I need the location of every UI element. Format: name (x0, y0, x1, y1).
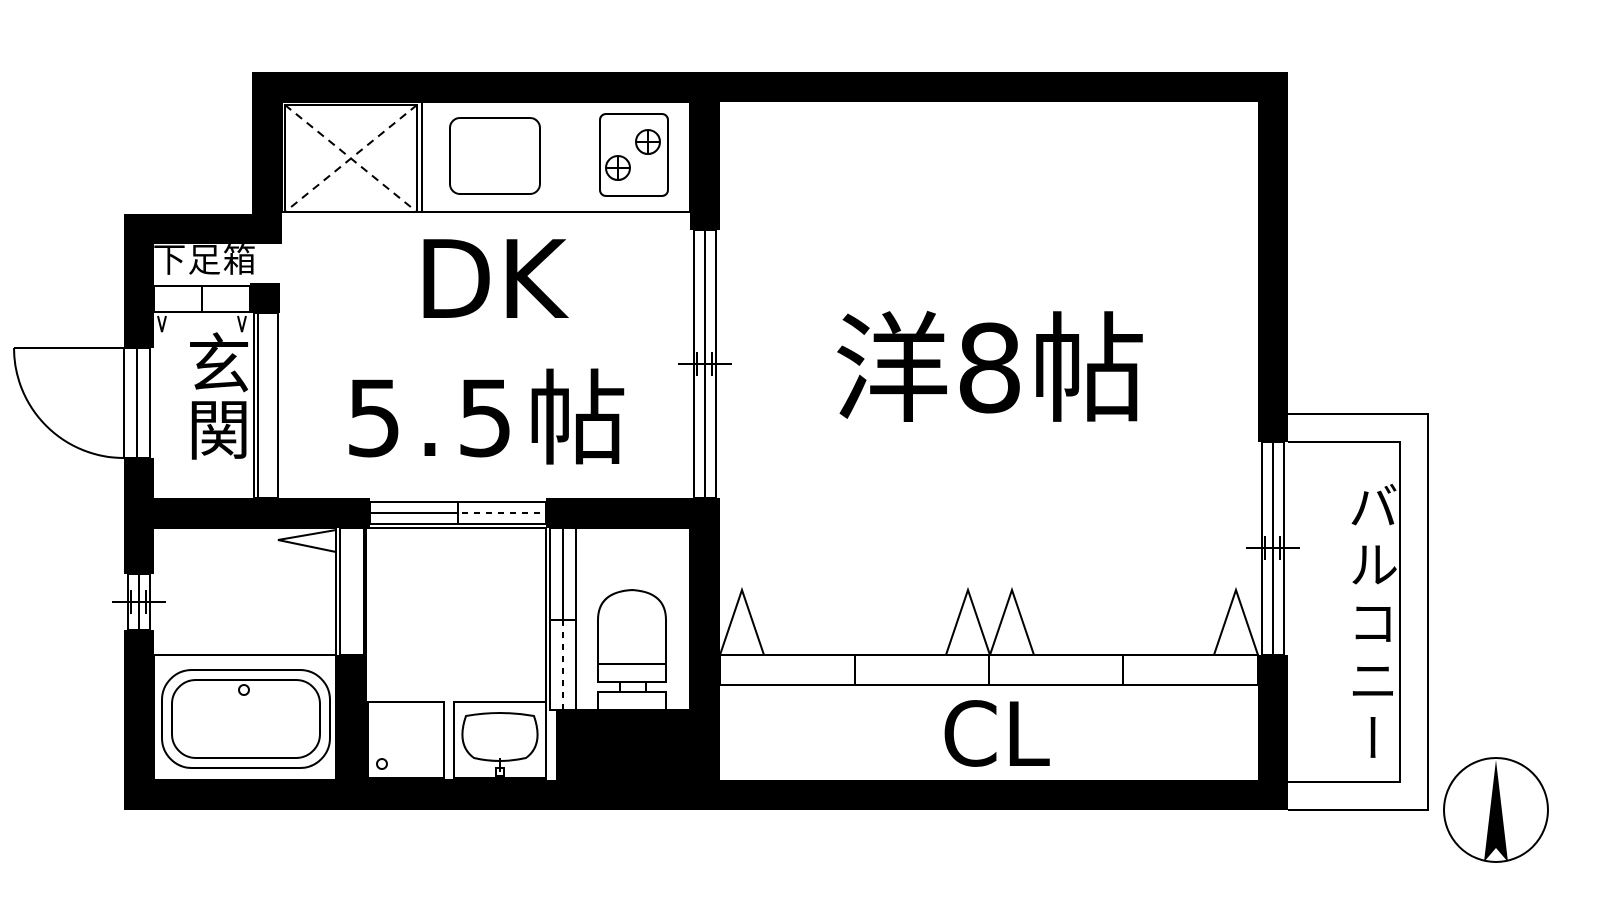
wall-left-upper (124, 214, 154, 348)
shoe-box-label: 下足箱 (152, 241, 258, 281)
kitchen-sink-icon (449, 117, 541, 195)
windows (112, 229, 1300, 656)
window-center (678, 229, 732, 499)
dk-doors (369, 501, 547, 525)
wall-top (252, 72, 1288, 102)
kitchen-fixtures (281, 101, 691, 213)
entrance-door-icon (13, 347, 125, 459)
wall-dk-bottom-left (124, 498, 370, 528)
toilet-room (549, 527, 691, 711)
washbasin-icon (453, 701, 547, 779)
stove-icon (599, 113, 669, 197)
closet (719, 586, 1259, 686)
entrance-area (13, 285, 279, 499)
bathtub-icon (153, 654, 337, 781)
wall-right-lower (1258, 655, 1288, 810)
wall-dk-bottom-right (546, 498, 720, 528)
window-balcony (1246, 441, 1300, 656)
wall-toilet-bottom (556, 710, 720, 810)
wall-bath-right (336, 655, 366, 810)
kitchen-counter (281, 101, 691, 213)
refrigerator-space-icon (284, 104, 418, 213)
window-bath (112, 573, 166, 631)
dk-room-name: DK (413, 219, 567, 344)
dk-room-size: 5.5帖 (341, 359, 635, 481)
bathroom (153, 527, 365, 781)
washing-machine-space-icon (367, 701, 445, 779)
wall-shoebox-post (250, 283, 280, 313)
wall-kitchen-left (252, 72, 282, 218)
wall-right-upper (1258, 72, 1288, 442)
entrance-label: 玄関 (175, 330, 252, 462)
western-room-label: 洋8帖 (831, 302, 1149, 441)
wall-center-upper (690, 72, 720, 230)
balcony-label: バルコニー (1338, 480, 1398, 770)
washroom (365, 527, 547, 781)
walls (124, 72, 1288, 810)
north-arrow-icon (1443, 757, 1549, 863)
closet-label: CL (939, 684, 1051, 787)
balcony (1288, 413, 1429, 811)
toilet-icon (597, 588, 667, 711)
